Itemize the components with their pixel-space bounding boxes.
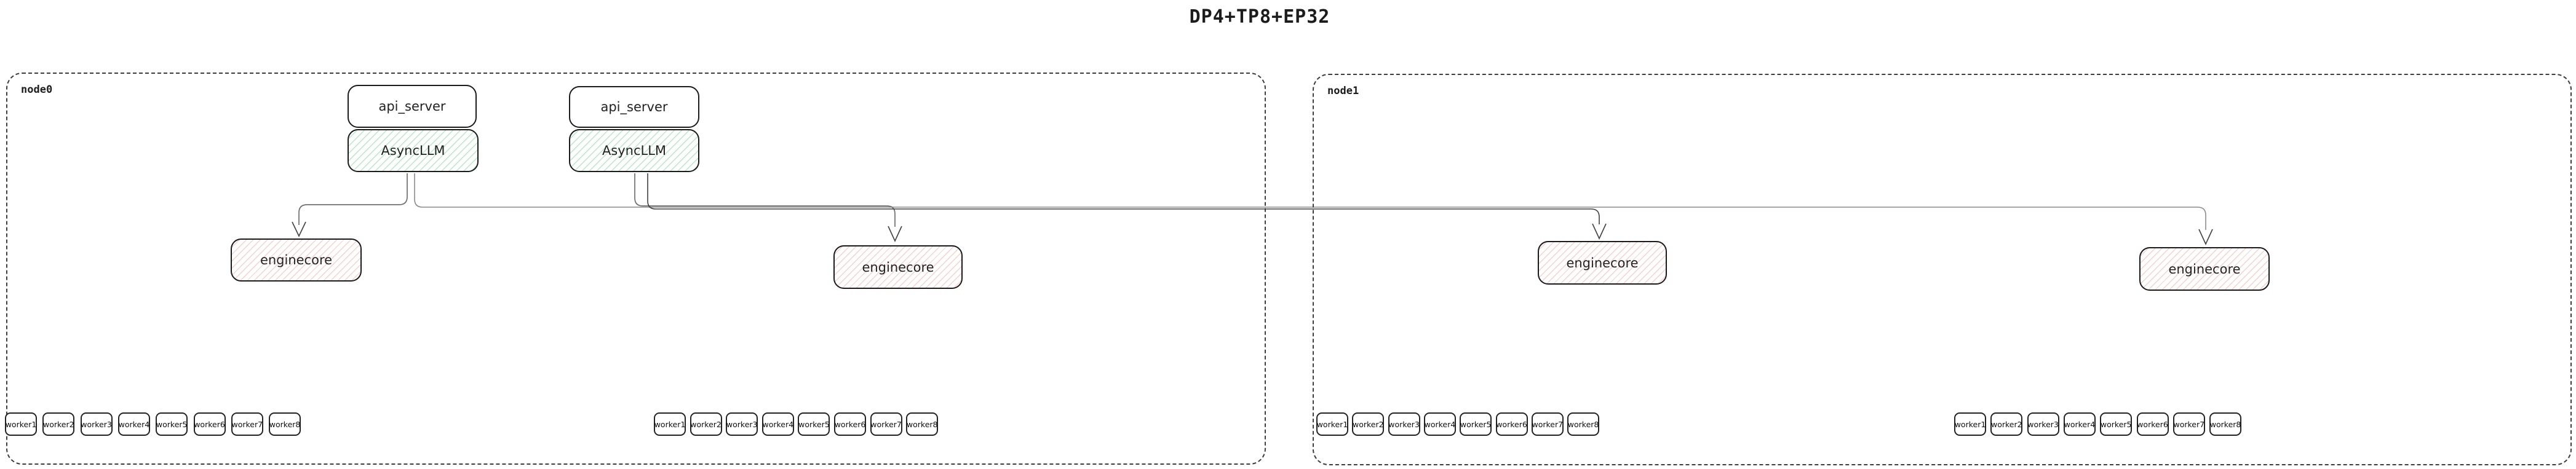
enginecore-label: enginecore — [2168, 261, 2241, 277]
worker-chip: worker8 — [1567, 412, 1600, 436]
arrowhead-ec2 — [888, 226, 902, 243]
worker-chip: worker2 — [1990, 412, 2023, 436]
asyncllm-box-1: AsyncLLM — [348, 129, 479, 172]
worker-chip: worker6 — [2136, 412, 2169, 436]
node0-group: node0 — [6, 73, 1266, 465]
enginecore-box-4: enginecore — [2139, 247, 2270, 291]
enginecore-label: enginecore — [1566, 255, 1639, 270]
worker-chip: worker7 — [1531, 412, 1564, 436]
worker-chip: worker3 — [80, 412, 113, 436]
arrowhead-ec4 — [2198, 229, 2213, 246]
worker-chip: worker5 — [156, 412, 188, 436]
worker-chip: worker7 — [870, 412, 902, 436]
worker-chip: worker8 — [269, 412, 301, 436]
worker-chip: worker3 — [1388, 412, 1420, 436]
asyncllm-label: AsyncLLM — [381, 143, 445, 158]
api-server-label: api_server — [378, 99, 446, 114]
worker-chip: worker2 — [690, 412, 722, 436]
enginecore-label: enginecore — [862, 259, 934, 275]
worker-chip: worker2 — [1352, 412, 1385, 436]
worker-chip: worker3 — [2027, 412, 2059, 436]
worker-chip: worker1 — [5, 412, 37, 436]
enginecore-box-2: enginecore — [833, 245, 963, 289]
worker-chip: worker1 — [1316, 412, 1348, 436]
api-server-box-2: api_server — [569, 86, 699, 128]
worker-chip: worker7 — [2173, 412, 2205, 436]
wire-llm2-ec2 — [634, 173, 896, 227]
worker-chip: worker1 — [654, 412, 686, 436]
wire-llm1-ec1 — [298, 173, 408, 225]
worker-chip: worker4 — [761, 412, 794, 436]
worker-chip: worker6 — [193, 412, 226, 436]
worker-chip: worker8 — [906, 412, 939, 436]
wire-llm2-ec3 — [647, 173, 1600, 224]
worker-chip: worker1 — [1954, 412, 1986, 436]
enginecore-box-3: enginecore — [1538, 241, 1667, 285]
worker-chip: worker3 — [726, 412, 758, 436]
worker-chip: worker5 — [2100, 412, 2133, 436]
enginecore-label: enginecore — [260, 253, 333, 267]
wire-llm1-ec4 — [414, 173, 2206, 230]
worker-chip: worker4 — [2063, 412, 2096, 436]
worker-chip: worker7 — [231, 412, 263, 436]
enginecore-box-1: enginecore — [231, 238, 362, 282]
worker-chip: worker6 — [834, 412, 866, 436]
worker-chip: worker4 — [117, 412, 150, 436]
api-server-label: api_server — [600, 100, 668, 114]
node0-label: node0 — [21, 84, 53, 96]
node1-label: node1 — [1327, 85, 1359, 97]
worker-chip: worker6 — [1495, 412, 1528, 436]
worker-chip: worker5 — [798, 412, 830, 436]
api-server-box-1: api_server — [348, 85, 477, 128]
worker-chip: worker2 — [42, 412, 75, 436]
node1-group: node1 — [1313, 74, 2572, 465]
worker-chip: worker4 — [1423, 412, 1456, 436]
worker-chip: worker8 — [2209, 412, 2242, 436]
asyncllm-label: AsyncLLM — [602, 143, 667, 158]
arrowhead-ec1 — [292, 221, 306, 237]
arrowhead-ec3 — [1592, 223, 1607, 240]
diagram-title: DP4+TP8+EP32 — [1189, 6, 1330, 28]
worker-chip: worker5 — [1460, 412, 1492, 436]
asyncllm-box-2: AsyncLLM — [569, 129, 699, 172]
